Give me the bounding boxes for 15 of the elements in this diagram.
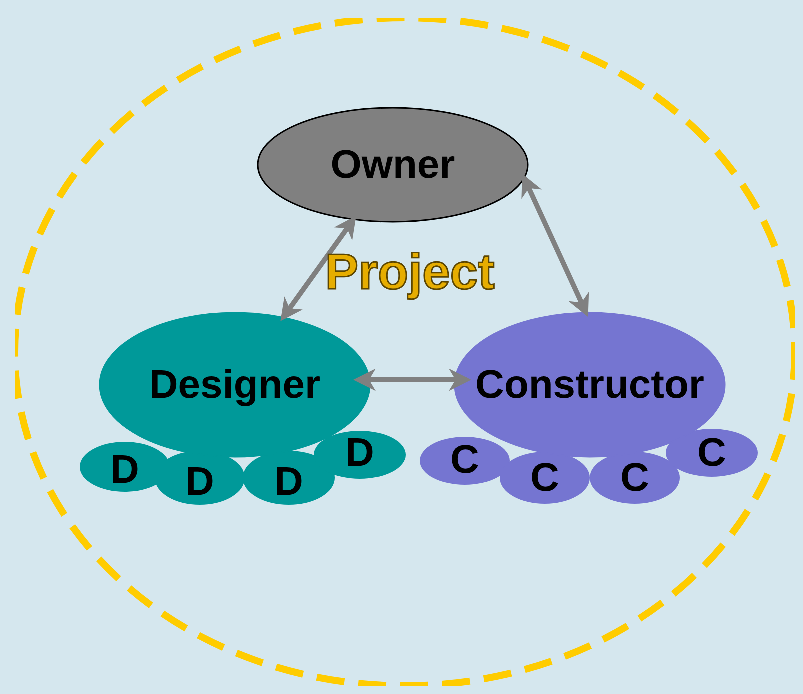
node-label: C xyxy=(530,458,560,498)
node-label: D xyxy=(274,462,304,502)
node-label: Constructor xyxy=(476,365,704,405)
node-label: C xyxy=(450,440,480,480)
node-label: Designer xyxy=(149,365,321,405)
node-label: C xyxy=(698,433,726,473)
node-label: C xyxy=(620,458,650,498)
node-label: Owner xyxy=(330,145,456,185)
node-label: D xyxy=(110,450,140,490)
double-arrow xyxy=(522,174,590,318)
node-label: D xyxy=(346,433,374,473)
project-label: Project xyxy=(325,247,495,297)
node-label: D xyxy=(186,462,214,502)
double-arrow xyxy=(354,368,472,392)
double-arrow xyxy=(280,216,356,322)
